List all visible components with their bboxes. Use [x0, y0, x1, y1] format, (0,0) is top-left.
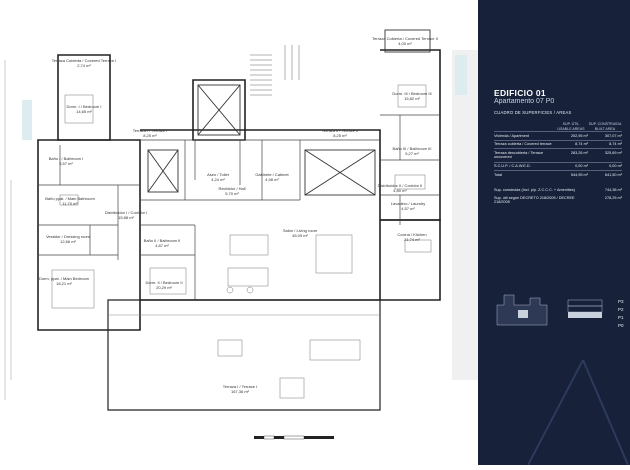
areas-row: Vivienda / Apartment 252,95 m² 307,07 m²: [494, 131, 622, 140]
areas-section-title: CUADRO DE SUPERFICIES / AREAS: [494, 110, 572, 115]
brand-chevron-icon: [528, 360, 629, 465]
main-terrace: [107, 299, 381, 411]
apartment-subtitle: Apartamento 07 P0: [494, 98, 555, 105]
areas-row-useful: 8,74 m²: [575, 142, 588, 147]
areas-row: Terraza descubierta / Terrace uncovered 2…: [494, 148, 622, 161]
pool-right: [455, 55, 467, 95]
areas-row-useful: 252,95 m²: [570, 133, 588, 138]
areas-row-label: Vivienda / Apartment: [494, 133, 529, 138]
areas-extra-value: 278,25 m²: [604, 195, 622, 200]
level-p1: P1: [618, 315, 624, 320]
stair: [250, 45, 300, 96]
level-p0: P0: [618, 323, 624, 328]
level-p3: P3: [618, 299, 624, 304]
areas-extra-label: Sup. construida (Incl. p/p. Z.C.C.C. + A…: [494, 188, 575, 193]
areas-row-built: 0,00 m²: [609, 164, 622, 169]
areas-row: Total 544,95 m² 641,50 m²: [494, 170, 622, 179]
side-legal-strip-2: [10, 180, 12, 380]
areas-row-label: Total: [494, 172, 503, 177]
areas-row-useful: 0,00 m²: [575, 164, 588, 169]
areas-row-useful: 544,95 m²: [570, 172, 588, 177]
terrace-voids: [147, 29, 431, 196]
areas-row-label: Terraza cubierta / Covered terrace: [494, 142, 552, 147]
level-stack-mini: [567, 299, 603, 318]
areas-row-useful: 283,26 m²: [570, 150, 588, 155]
neighbour-strip: [452, 50, 478, 380]
furniture: [51, 84, 432, 399]
info-panel: EDIFICIO 01 Apartamento 07 P0 CUADRO DE …: [478, 0, 630, 465]
areas-extra-row: Sup. útil según DECRETO 218/2005 / DECRE…: [494, 194, 622, 206]
side-legal-strip: [4, 60, 6, 400]
areas-row: S.C.U.P. / C.A.W.E.D. 0,00 m² 0,00 m²: [494, 161, 622, 171]
building-title: EDIFICIO 01: [494, 88, 546, 98]
areas-row-built: 641,50 m²: [604, 172, 622, 177]
areas-extra-row: Sup. construida (Incl. p/p. Z.C.C.C. + A…: [494, 187, 622, 195]
level-p2: P2: [618, 307, 624, 312]
pool-left: [22, 100, 32, 140]
areas-extra-value: 744,38 m²: [604, 188, 622, 193]
floor-plan-drawing: Terraza Cubierta / Covered Terrace II4,0…: [4, 29, 478, 440]
areas-table: SUP. ÚTIL USABLE AREAS SUP. CONSTRUIDA B…: [494, 122, 622, 207]
col-built-header: SUP. CONSTRUIDA BUILT AREA: [588, 122, 622, 131]
areas-row-built: 325,69 m²: [604, 150, 622, 155]
building-section-mini: [496, 294, 548, 326]
interior-walls: [38, 114, 440, 300]
areas-row-built: 8,74 m²: [609, 142, 622, 147]
areas-table-header: SUP. ÚTIL USABLE AREAS SUP. CONSTRUIDA B…: [494, 122, 622, 131]
areas-extra-label: Sup. útil según DECRETO 218/2005 / DECRE…: [494, 195, 575, 205]
areas-row: Terraza cubierta / Covered terrace 8,74 m…: [494, 139, 622, 149]
areas-row-label: Terraza descubierta / Terrace uncovered: [494, 150, 544, 160]
areas-row-label: S.C.U.P. / C.A.W.E.D.: [494, 164, 531, 169]
col-useful-header: SUP. ÚTIL USABLE AREAS: [557, 122, 585, 131]
scale-bar: [254, 435, 334, 440]
areas-row-built: 307,07 m²: [604, 133, 622, 138]
level-list: P3 P2 P1 P0: [618, 298, 624, 330]
